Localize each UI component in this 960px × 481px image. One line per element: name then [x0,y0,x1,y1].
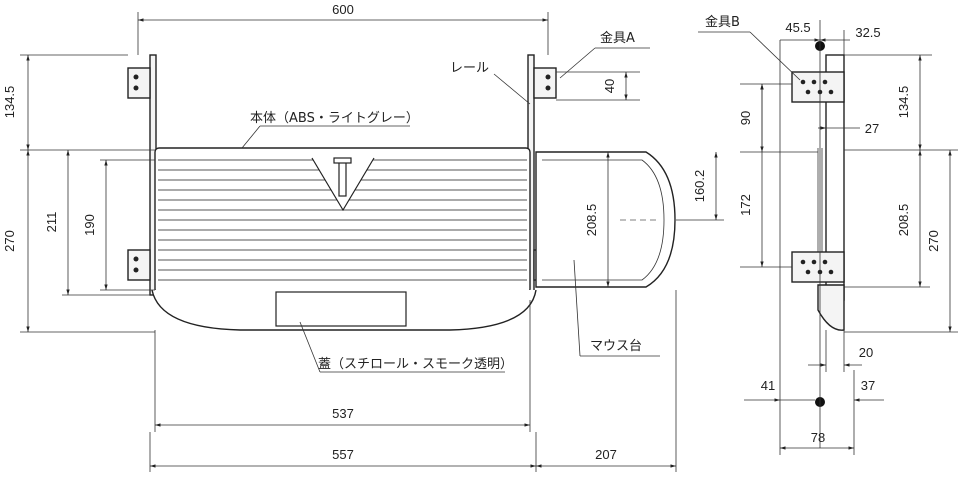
dim-557-label: 557 [332,447,354,462]
dim-207: 207 [536,290,677,472]
body-handle [338,159,347,197]
side-lid-profile [817,284,845,331]
dim-78-label: 78 [811,430,825,445]
dim-172: 172 [738,84,792,268]
label-lid: 蓋（スチロール・スモーク透明） [299,321,513,373]
dim-right-134-5-label: 134.5 [896,86,911,119]
dim-right-134-5: 134.5 [844,54,958,151]
dim-20-label: 20 [859,345,873,360]
right-upper-bracket [533,67,557,99]
dim-27: 27 [818,121,879,136]
main-body [154,147,531,294]
dim-537: 537 [154,300,531,432]
dim-left-211-label: 211 [44,212,59,233]
dim-160-2-label: 160.2 [692,170,707,203]
left-lower-bracket [127,249,151,281]
label-body: 本体（ABS・ライトグレー） [241,111,419,149]
label-kanagu-a-text: 金具A [600,30,635,46]
dim-20: 20 [808,330,873,372]
dim-41-label: 41 [761,378,775,393]
dim-left-270: 270 [2,150,155,333]
label-rail-text: レール [450,61,489,76]
dim-32-5: 32.5 [820,25,881,55]
dim-160-2: 160.2 [676,152,724,221]
side-lower-bracket [791,251,845,283]
dim-40: 40 [556,71,640,101]
dim-27-label: 27 [865,121,879,136]
label-body-text: 本体（ABS・ライトグレー） [250,111,419,126]
dim-37-label: 37 [861,378,875,393]
label-mouse-tray: マウス台 [573,259,660,357]
front-view: 600 134.5 270 211 190 [2,2,724,472]
mouse-tray [535,151,676,288]
dim-78: 78 [779,400,855,455]
dim-32-5-label: 32.5 [855,25,880,40]
dim-172-label: 172 [738,194,753,216]
dim-557: 557 [149,432,537,472]
dim-left-134-5-label: 134.5 [2,86,17,119]
dim-45-5-label: 45.5 [785,20,810,35]
label-lid-text: 蓋（スチロール・スモーク透明） [318,357,513,372]
dim-left-190: 190 [82,159,155,291]
dim-right-208-5: 208.5 [844,150,930,288]
dim-600-label: 600 [332,2,354,17]
label-kanagu-b: 金具B [698,14,801,81]
dim-45-5: 45.5 [779,20,820,400]
label-kanagu-a: 金具A [559,30,650,79]
dim-tray-208-5: 208.5 [584,152,610,287]
dim-left-211: 211 [44,150,150,296]
dim-90-label: 90 [738,111,753,125]
side-view: 45.5 32.5 金具B 90 172 27 [698,14,958,455]
label-rail: レール [450,61,531,105]
dim-41: 41 [744,378,815,402]
dim-left-190-label: 190 [82,214,97,236]
dim-tray-208-5-label: 208.5 [584,204,599,237]
side-upper-bracket [791,71,845,103]
dim-left-134-5: 134.5 [2,54,155,151]
dim-207-label: 207 [595,447,617,462]
dim-right-208-5-label: 208.5 [896,204,911,237]
dim-37: 37 [853,370,884,448]
dim-40-label: 40 [602,79,617,93]
left-upper-bracket [127,67,151,99]
dim-right-270: 270 [844,150,958,333]
dim-left-270-label: 270 [2,230,17,252]
dim-600: 600 [137,2,549,55]
lid [151,289,537,331]
dim-right-270-label: 270 [926,230,941,252]
dim-537-label: 537 [332,406,354,421]
label-kanagu-b-text: 金具B [705,14,740,30]
label-mouse-tray-text: マウス台 [590,339,642,354]
